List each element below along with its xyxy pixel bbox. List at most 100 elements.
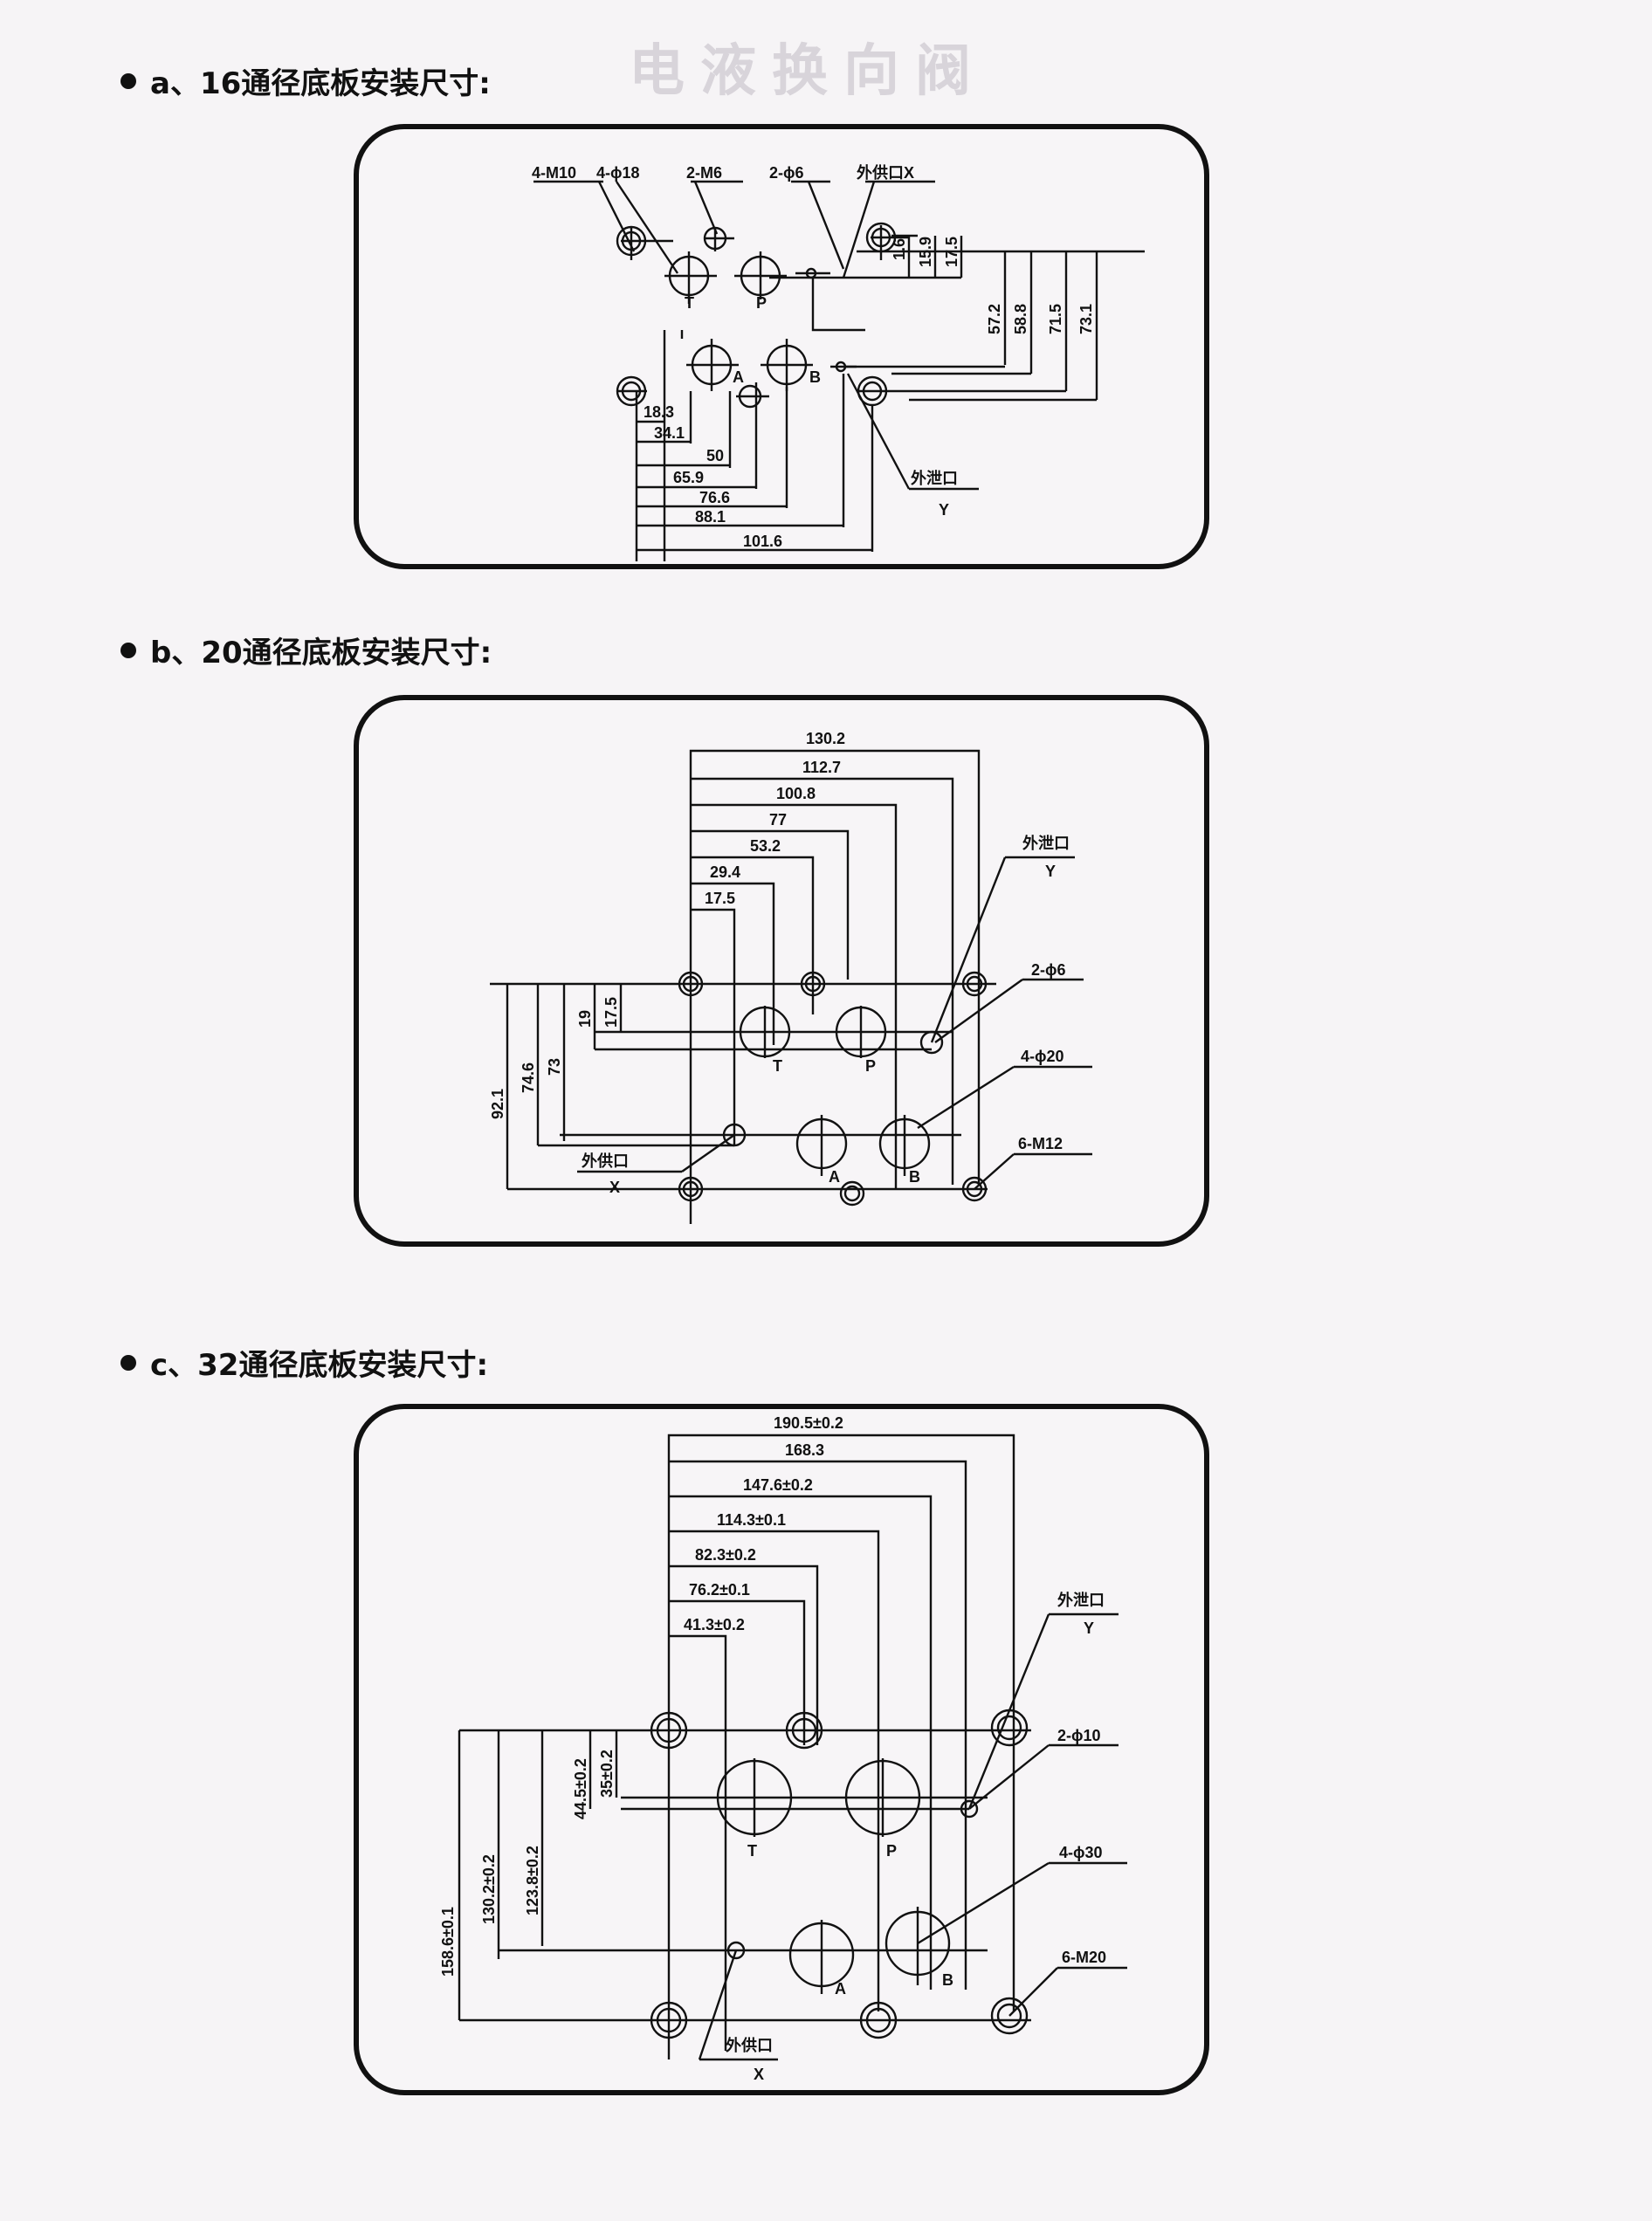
m20-hole	[785, 1711, 823, 1750]
label-phi20: 4-ϕ20	[1021, 1048, 1064, 1065]
dim-h: 65.9	[673, 469, 704, 486]
label-drain: 外泄口	[1022, 834, 1070, 852]
dim-v: 19	[576, 1010, 594, 1028]
dim-v: 15.9	[917, 237, 934, 267]
dim-h: 100.8	[776, 785, 816, 802]
dim-h: 29.4	[710, 863, 740, 881]
leader	[842, 181, 876, 278]
m12-hole	[961, 1176, 988, 1202]
dim-v: 73.1	[1077, 304, 1095, 334]
m20-hole	[650, 2001, 688, 2039]
dim-v: 17.5	[943, 237, 960, 267]
section-a-diagram: T P A B 18.3 34.1 50 65.9 76.6 88.1 101.	[532, 163, 1145, 561]
port-p-label: P	[865, 1057, 876, 1075]
label-drain-y: Y	[1045, 863, 1056, 880]
dim-v: 73	[546, 1058, 563, 1076]
label-supply: 外供口	[582, 1152, 629, 1170]
dim-h: 88.1	[695, 508, 726, 526]
port-b-label: B	[909, 1168, 920, 1186]
section-a-title: a、16通径底板安装尺寸:	[150, 66, 491, 101]
label-phi6: 2-ϕ6	[1031, 961, 1066, 979]
label-supply: 外供口	[726, 2036, 773, 2054]
dim-v: 57.2	[986, 304, 1003, 334]
label-supply-x: X	[754, 2066, 764, 2083]
label-drain-y: Y	[939, 501, 949, 519]
dim-h: 77	[769, 811, 787, 829]
label-supply-x: X	[609, 1179, 620, 1196]
dim-h: 34.1	[654, 424, 685, 442]
drain-hole	[919, 1030, 944, 1055]
label-phi10: 2-ϕ10	[1057, 1727, 1101, 1744]
port-t-label: T	[685, 294, 694, 312]
dim-v: 158.6±0.1	[439, 1907, 457, 1977]
port-t-label: T	[773, 1057, 782, 1075]
section-b-diagram: 130.2 112.7 100.8 77 53.2 29.4 17.5 T P …	[489, 730, 1092, 1224]
section-a-panel: T P A B 18.3 34.1 50 65.9 76.6 88.1 101.	[354, 124, 1209, 569]
dim-v: 1.6	[891, 238, 908, 260]
label-phi30: 4-ϕ30	[1059, 1844, 1103, 1861]
dim-h: 168.3	[785, 1441, 824, 1459]
dim-h: 53.2	[750, 837, 781, 855]
port-p-label: P	[886, 1842, 897, 1860]
label-m20: 6-M20	[1062, 1949, 1106, 1966]
label-drain: 外泄口	[1057, 1591, 1105, 1609]
section-b-title: b、20通径底板安装尺寸:	[150, 636, 492, 670]
dim-h: 18.3	[644, 403, 674, 421]
bullet-icon	[120, 642, 136, 658]
label-phi18: 4-ϕ18	[596, 164, 640, 182]
m20-hole	[990, 1997, 1029, 2035]
label-drain: 外泄口	[911, 469, 958, 487]
label-m12: 6-M12	[1018, 1135, 1063, 1152]
label-supply-x: 外供口X	[857, 163, 914, 182]
port-t-label: T	[747, 1842, 757, 1860]
m12-hole	[839, 1180, 865, 1207]
dim-h: 76.2±0.1	[689, 1581, 750, 1599]
m20-hole	[859, 2001, 898, 2039]
bullet-icon	[120, 1354, 136, 1371]
dim-h: 112.7	[802, 759, 841, 776]
dim-h: 76.6	[699, 489, 730, 506]
label-phi6: 2-ϕ6	[769, 164, 804, 182]
section-b-panel: 130.2 112.7 100.8 77 53.2 29.4 17.5 T P …	[354, 695, 1209, 1247]
label-m6: 2-M6	[686, 164, 722, 182]
dim-h: 147.6±0.2	[743, 1476, 813, 1494]
section-b-heading: b、20通径底板安装尺寸:	[120, 629, 492, 671]
port-a-label: A	[733, 368, 744, 386]
dim-v: 71.5	[1047, 304, 1064, 334]
port-a-label: A	[835, 1980, 846, 1998]
section-a-heading: a、16通径底板安装尺寸:	[120, 59, 491, 102]
m12-hole	[800, 971, 826, 997]
section-c-diagram: 190.5±0.2 168.3 147.6±0.2 114.3±0.1 82.3…	[439, 1414, 1127, 2083]
dim-h: 190.5±0.2	[774, 1414, 843, 1432]
section-c-title: c、32通径底板安装尺寸:	[150, 1348, 489, 1383]
m12-hole	[678, 1176, 704, 1202]
leader	[597, 181, 636, 252]
section-c-heading: c、32通径底板安装尺寸:	[120, 1341, 488, 1384]
bullet-icon	[120, 72, 136, 89]
m12-hole	[961, 971, 988, 997]
dim-v: 74.6	[520, 1062, 537, 1093]
port-a-label: A	[829, 1168, 840, 1186]
dim-h: 41.3±0.2	[684, 1616, 745, 1633]
dim-v: 17.5	[602, 997, 620, 1028]
label-m10: 4-M10	[532, 164, 576, 182]
dim-h: 50	[706, 447, 724, 464]
m12-hole	[678, 971, 704, 997]
label-drain-y: Y	[1084, 1619, 1094, 1637]
leader	[807, 181, 845, 270]
leader	[616, 181, 678, 274]
dim-h: 17.5	[705, 890, 735, 907]
section-c-panel: 190.5±0.2 168.3 147.6±0.2 114.3±0.1 82.3…	[354, 1404, 1209, 2095]
port-b-label: B	[942, 1971, 953, 1989]
dim-h: 101.6	[743, 533, 782, 550]
leader	[693, 181, 719, 235]
supply-hole	[726, 1941, 746, 1960]
dim-h: 82.3±0.2	[695, 1546, 756, 1564]
port-b-label: B	[809, 368, 821, 386]
m20-hole	[650, 1711, 688, 1750]
dim-v: 44.5±0.2	[572, 1758, 589, 1819]
dim-h: 130.2	[806, 730, 845, 747]
dim-v: 92.1	[489, 1089, 506, 1119]
background-watermark-title: 电液换向阀	[629, 39, 987, 104]
port-p-label: P	[756, 294, 767, 312]
